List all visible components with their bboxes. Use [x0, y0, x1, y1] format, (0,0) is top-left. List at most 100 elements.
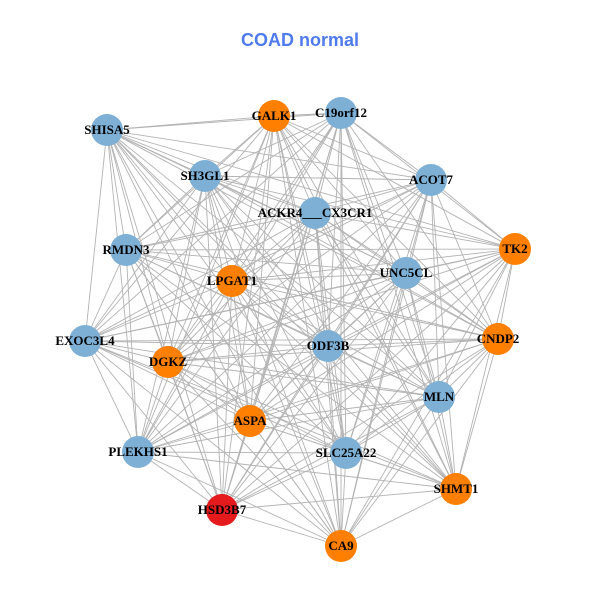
edge-TK2-SHMT1	[455, 248, 516, 490]
node-circle	[189, 160, 221, 192]
node-circle	[325, 97, 357, 129]
edge-LPGAT1-EXOC3L4	[84, 280, 233, 342]
edge-ACOT7-LPGAT1	[231, 179, 432, 282]
node-circle	[122, 436, 154, 468]
edge-SHMT1-HSD3B7	[221, 488, 457, 511]
edge-MLN-ASPA	[249, 396, 440, 422]
edge-UNC5CL-EXOC3L4	[84, 272, 407, 342]
node-LPGAT1[interactable]: LPGAT1	[207, 265, 257, 297]
edge-TK2-ODF3B	[327, 248, 516, 347]
node-circle	[91, 114, 123, 146]
node-label: SLC25A22	[316, 445, 377, 460]
edge-UNC5CL-MLN	[405, 272, 440, 398]
node-DGKZ[interactable]: DGKZ	[149, 346, 188, 378]
node-UNC5CL[interactable]: UNC5CL	[380, 257, 433, 289]
node-SLC25A22[interactable]: SLC25A22	[316, 437, 377, 469]
node-ACKR4___CX3CR1[interactable]: ACKR4___CX3CR1	[258, 197, 373, 229]
node-circle	[216, 265, 248, 297]
edge-C19orf12-RMDN3	[125, 112, 342, 251]
node-label: ACKR4___CX3CR1	[258, 205, 373, 220]
edge-C19orf12-ODF3B	[327, 112, 342, 347]
node-label: HSD3B7	[198, 502, 247, 517]
edge-LPGAT1-HSD3B7	[221, 280, 233, 511]
node-GALK1[interactable]: GALK1	[252, 100, 297, 132]
node-C19orf12[interactable]: C19orf12	[315, 97, 367, 129]
edge-ASPA-CA9	[249, 420, 342, 547]
node-label: SHISA5	[84, 122, 130, 137]
edge-ACKR4___CX3CR1-LPGAT1	[231, 212, 316, 282]
edge-RMDN3-PLEKHS1	[125, 249, 139, 453]
edge-PLEKHS1-CA9	[137, 451, 342, 547]
edge-ACOT7-RMDN3	[125, 179, 432, 251]
edge-RMDN3-MLN	[125, 249, 440, 398]
edge-EXOC3L4-HSD3B7	[84, 340, 223, 511]
edge-ACKR4___CX3CR1-TK2	[314, 212, 516, 250]
edge-C19orf12-LPGAT1	[231, 112, 342, 282]
edge-C19orf12-HSD3B7	[221, 112, 342, 511]
node-ODF3B[interactable]: ODF3B	[307, 330, 350, 362]
edge-LPGAT1-ODF3B	[231, 280, 329, 347]
edge-ACOT7-SLC25A22	[345, 179, 432, 454]
edge-EXOC3L4-CA9	[84, 340, 342, 547]
edge-SHISA5-SHMT1	[106, 129, 457, 490]
edge-ACKR4___CX3CR1-PLEKHS1	[137, 212, 316, 453]
node-SHISA5[interactable]: SHISA5	[84, 114, 130, 146]
node-circle	[423, 381, 455, 413]
edge-GALK1-EXOC3L4	[84, 115, 275, 342]
edge-GALK1-ASPA	[249, 115, 275, 422]
node-label: SH3GL1	[180, 168, 229, 183]
node-circle	[482, 323, 514, 355]
edge-ACOT7-MLN	[430, 179, 440, 398]
edge-EXOC3L4-SLC25A22	[84, 340, 347, 454]
edge-SH3GL1-DGKZ	[167, 175, 206, 363]
node-circle	[312, 330, 344, 362]
edge-GALK1-ACKR4___CX3CR1	[273, 115, 316, 214]
node-TK2[interactable]: TK2	[499, 233, 531, 265]
node-circle	[440, 473, 472, 505]
node-circle	[390, 257, 422, 289]
edge-SHISA5-LPGAT1	[106, 129, 233, 282]
node-ACOT7[interactable]: ACOT7	[409, 164, 454, 196]
node-CA9[interactable]: CA9	[325, 530, 357, 562]
node-circle	[299, 197, 331, 229]
node-label: ACOT7	[409, 172, 454, 187]
node-EXOC3L4[interactable]: EXOC3L4	[55, 325, 115, 357]
edge-HSD3B7-CA9	[221, 509, 342, 547]
node-RMDN3[interactable]: RMDN3	[103, 234, 150, 266]
edge-SH3GL1-ODF3B	[204, 175, 329, 347]
node-SHMT1[interactable]: SHMT1	[434, 473, 479, 505]
node-SH3GL1[interactable]: SH3GL1	[180, 160, 230, 192]
edge-TK2-RMDN3	[125, 248, 516, 251]
edge-CNDP2-HSD3B7	[221, 338, 499, 511]
edge-ACKR4___CX3CR1-RMDN3	[125, 212, 316, 251]
edge-RMDN3-SLC25A22	[125, 249, 347, 454]
edge-RMDN3-CNDP2	[125, 249, 499, 340]
node-MLN[interactable]: MLN	[423, 381, 455, 413]
edge-SH3GL1-PLEKHS1	[137, 175, 206, 453]
edge-C19orf12-SLC25A22	[340, 112, 347, 454]
edge-CNDP2-SLC25A22	[345, 338, 499, 454]
edge-ODF3B-ASPA	[249, 345, 329, 422]
edge-EXOC3L4-ASPA	[84, 340, 251, 422]
figure-title: COAD normal	[240, 30, 359, 50]
node-HSD3B7[interactable]: HSD3B7	[198, 494, 247, 526]
edge-UNC5CL-DGKZ	[167, 272, 407, 363]
edge-TK2-ASPA	[249, 248, 516, 422]
node-ASPA[interactable]: ASPA	[234, 405, 268, 437]
edge-ODF3B-MLN	[327, 345, 440, 398]
edge-MLN-CA9	[340, 396, 440, 547]
edge-UNC5CL-CNDP2	[405, 272, 499, 340]
edge-EXOC3L4-ODF3B	[84, 340, 329, 347]
edge-SLC25A22-SHMT1	[345, 452, 457, 490]
node-label: ASPA	[234, 413, 268, 428]
edge-CNDP2-CA9	[340, 338, 499, 547]
node-CNDP2[interactable]: CNDP2	[477, 323, 520, 355]
edge-ODF3B-PLEKHS1	[137, 345, 329, 453]
edge-LPGAT1-DGKZ	[167, 280, 233, 363]
node-PLEKHS1[interactable]: PLEKHS1	[108, 436, 168, 468]
node-circle	[152, 346, 184, 378]
node-label: RMDN3	[103, 242, 150, 257]
